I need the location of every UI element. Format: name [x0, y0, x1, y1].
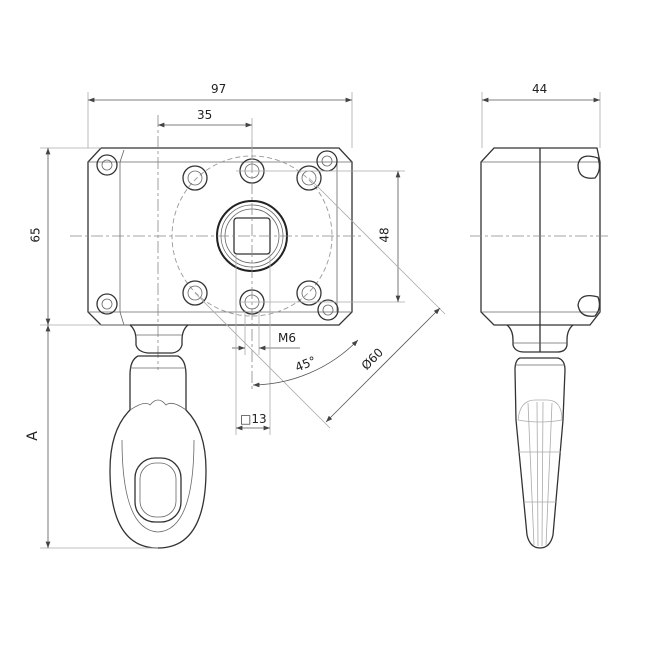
- dim-width-front: 97: [211, 82, 227, 96]
- front-view: [70, 115, 362, 549]
- dim-bolt-offset: 35: [197, 108, 213, 122]
- dim-depth-side: 44: [532, 82, 548, 96]
- dim-handle-length: A: [24, 431, 41, 441]
- dim-square-drive: □13: [240, 412, 267, 426]
- side-view: [470, 147, 610, 549]
- handle-grip: [514, 357, 566, 549]
- gearbox-side: [480, 147, 601, 326]
- gearbox-housing: [87, 147, 353, 326]
- handle-neck: [129, 324, 189, 354]
- dim-height: 65: [28, 227, 43, 243]
- dim-thread: M6: [278, 331, 296, 345]
- dimension-lines: [40, 92, 601, 549]
- dim-hole-spacing: 48: [377, 227, 392, 243]
- crank-eye: [109, 355, 207, 549]
